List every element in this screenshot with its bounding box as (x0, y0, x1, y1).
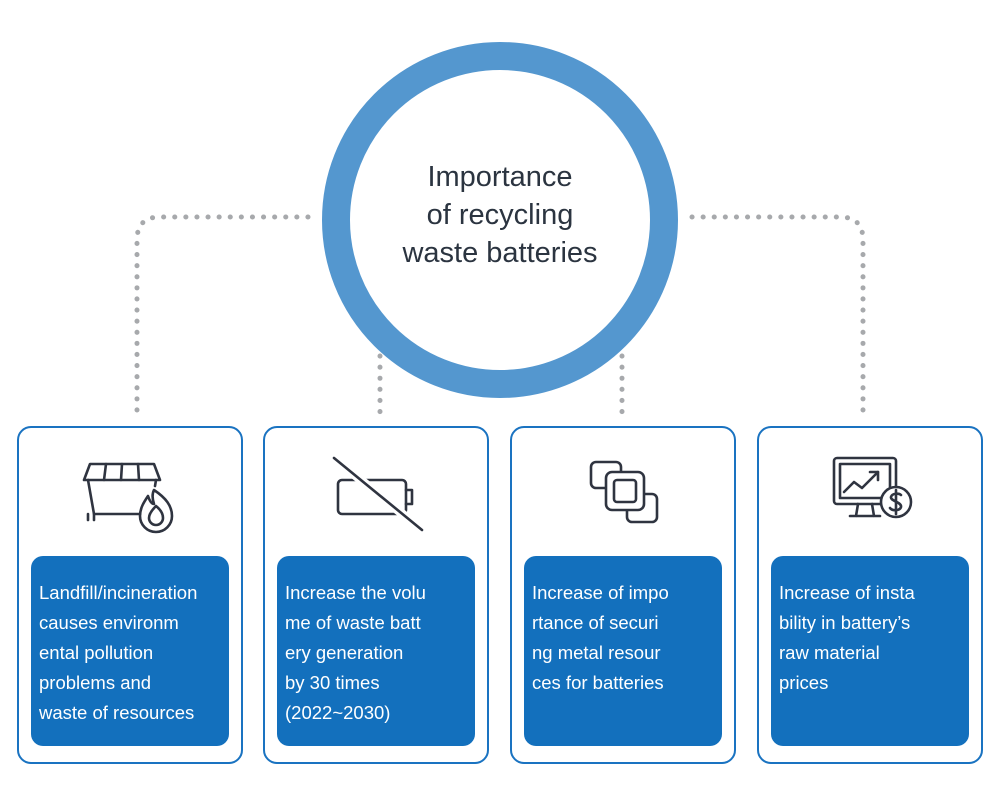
card-metal-resources: Increase of impo rtance of securi ng met… (510, 426, 736, 764)
card-label: Increase the volu me of waste batt ery g… (277, 556, 475, 746)
card-label: Increase of insta bility in battery’s ra… (771, 556, 969, 746)
card-text: Increase of impo rtance of securi ng met… (532, 582, 669, 693)
card-text: Landfill/incineration causes environm en… (39, 582, 198, 723)
card-label: Increase of impo rtance of securi ng met… (524, 556, 722, 746)
hub-title: Importance of recycling waste batteries (402, 161, 598, 269)
card-landfill: Landfill/incineration causes environm en… (17, 426, 243, 764)
metal-resources-icon (589, 460, 659, 524)
card-text: Increase of insta bility in battery’s ra… (779, 582, 915, 693)
card-text: Increase the volu me of waste batt ery g… (285, 582, 426, 723)
hub-circle: Importance of recycling waste batteries (322, 42, 678, 398)
no-battery-icon (329, 453, 426, 535)
burning-dumpster-icon (82, 462, 174, 534)
card-price-instability: Increase of insta bility in battery’s ra… (757, 426, 983, 764)
price-chart-icon (832, 456, 913, 519)
card-label: Landfill/incineration causes environm en… (31, 556, 229, 746)
connector-card-1 (134, 214, 311, 423)
card-waste-volume: Increase the volu me of waste batt ery g… (263, 426, 489, 764)
connector-card-4 (689, 214, 866, 423)
